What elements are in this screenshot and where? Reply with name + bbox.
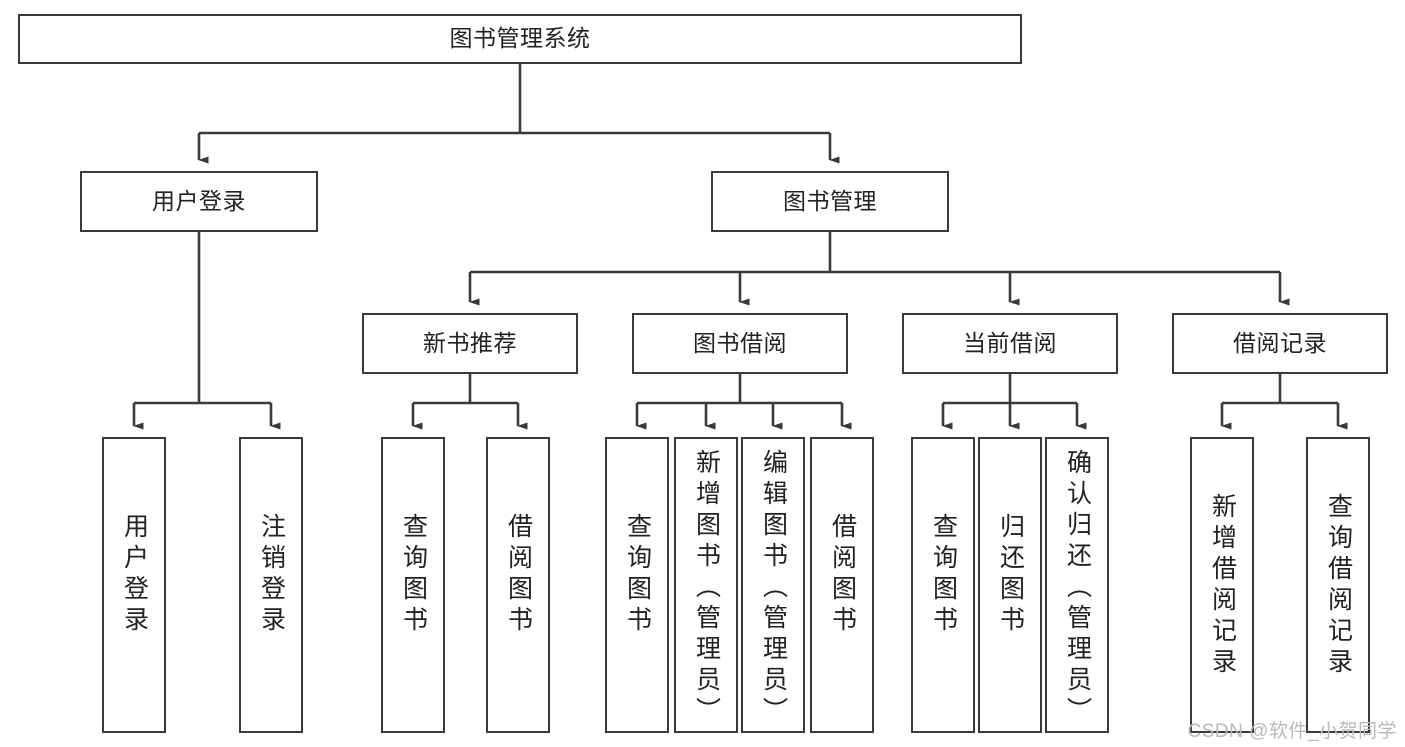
node-label: 图书管理系统 bbox=[449, 25, 591, 52]
node-root-book-management-system[interactable]: 图书管理系统 bbox=[18, 14, 1022, 64]
node-current-borrow[interactable]: 当前借阅 bbox=[902, 313, 1118, 374]
node-leaf-confirm-return-admin[interactable]: 确认归还（管理员） bbox=[1045, 437, 1109, 733]
node-leaf-borrow-book-recommend[interactable]: 借阅图书 bbox=[486, 437, 550, 733]
node-label: 注销登录 bbox=[257, 513, 286, 637]
node-label: 新增图书（管理员） bbox=[692, 449, 721, 728]
node-leaf-return-book[interactable]: 归还图书 bbox=[978, 437, 1042, 733]
node-leaf-edit-book-admin[interactable]: 编辑图书（管理员） bbox=[741, 437, 805, 733]
node-label: 归还图书 bbox=[996, 513, 1025, 637]
node-leaf-add-book-admin[interactable]: 新增图书（管理员） bbox=[674, 437, 738, 733]
node-label: 新书推荐 bbox=[423, 329, 517, 356]
node-label: 图书借阅 bbox=[693, 329, 787, 356]
watermark-text: CSDN @软件_小贺同学 bbox=[1187, 721, 1397, 742]
node-label: 确认归还（管理员） bbox=[1063, 449, 1092, 728]
node-book-management[interactable]: 图书管理 bbox=[711, 171, 949, 232]
node-label: 用户登录 bbox=[152, 187, 246, 214]
node-leaf-logout[interactable]: 注销登录 bbox=[239, 437, 303, 733]
node-leaf-add-borrow-record[interactable]: 新增借阅记录 bbox=[1190, 437, 1254, 733]
node-label: 编辑图书（管理员） bbox=[759, 449, 788, 728]
node-label: 用户登录 bbox=[120, 513, 149, 637]
node-label: 查询借阅记录 bbox=[1324, 493, 1353, 679]
node-label: 图书管理 bbox=[783, 187, 877, 214]
node-label: 借阅图书 bbox=[504, 513, 533, 637]
node-label: 当前借阅 bbox=[963, 329, 1057, 356]
node-leaf-user-login[interactable]: 用户登录 bbox=[102, 437, 166, 733]
node-label: 查询图书 bbox=[399, 513, 428, 637]
node-borrow-record[interactable]: 借阅记录 bbox=[1172, 313, 1388, 374]
node-label: 借阅图书 bbox=[828, 513, 857, 637]
node-new-book-recommend[interactable]: 新书推荐 bbox=[362, 313, 578, 374]
node-leaf-query-book-borrow[interactable]: 查询图书 bbox=[605, 437, 669, 733]
node-book-borrow[interactable]: 图书借阅 bbox=[632, 313, 848, 374]
node-leaf-borrow-book-borrow[interactable]: 借阅图书 bbox=[810, 437, 874, 733]
node-leaf-query-book-recommend[interactable]: 查询图书 bbox=[381, 437, 445, 733]
node-user-login[interactable]: 用户登录 bbox=[80, 171, 318, 232]
node-label: 新增借阅记录 bbox=[1208, 493, 1237, 679]
node-leaf-query-borrow-record[interactable]: 查询借阅记录 bbox=[1306, 437, 1370, 733]
node-label: 查询图书 bbox=[623, 513, 652, 637]
node-leaf-query-book-current[interactable]: 查询图书 bbox=[911, 437, 975, 733]
node-label: 借阅记录 bbox=[1233, 329, 1327, 356]
node-label: 查询图书 bbox=[929, 513, 958, 637]
